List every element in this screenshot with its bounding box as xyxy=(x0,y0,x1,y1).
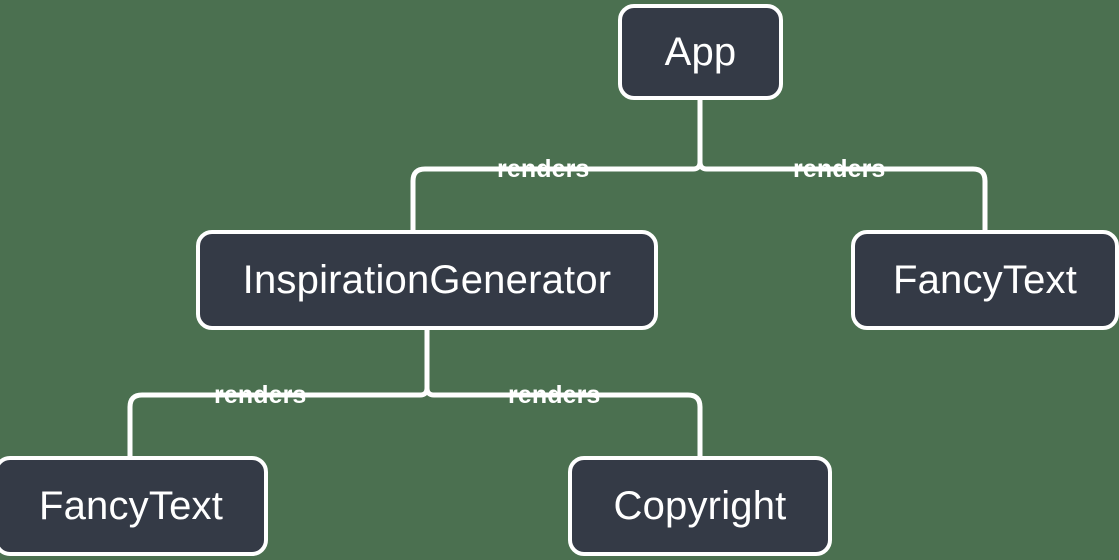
node-copyright[interactable]: Copyright xyxy=(568,456,832,556)
node-copyright-label: Copyright xyxy=(613,484,787,528)
node-fancytext-right[interactable]: FancyText xyxy=(851,230,1119,330)
node-fancytext-bottom[interactable]: FancyText xyxy=(0,456,268,556)
edge-label-app-to-inspirationgenerator: renders xyxy=(497,155,590,183)
node-inspiration-generator-label: InspirationGenerator xyxy=(242,258,612,302)
node-inspiration-generator[interactable]: InspirationGenerator xyxy=(196,230,658,330)
node-app[interactable]: App xyxy=(618,4,783,100)
node-app-label: App xyxy=(664,30,737,74)
node-fancytext-bottom-label: FancyText xyxy=(38,484,224,528)
edge-label-app-to-fancytext-right: renders xyxy=(793,155,886,183)
edge-label-inspirationgenerator-to-fancytext-bottom: renders xyxy=(214,381,307,409)
edge-label-inspirationgenerator-to-copyright: renders xyxy=(508,381,601,409)
node-fancytext-right-label: FancyText xyxy=(892,258,1078,302)
